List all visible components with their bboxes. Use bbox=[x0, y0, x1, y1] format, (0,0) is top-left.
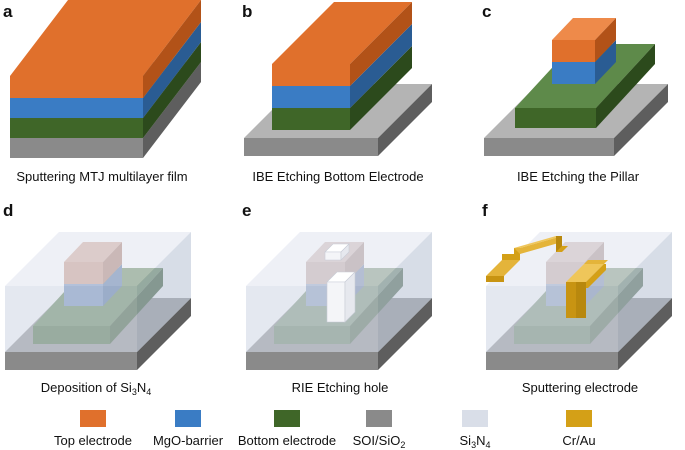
panel-f-caption: Sputtering electrode bbox=[522, 380, 638, 395]
legend-item-bottom-electrode: Bottom electrode bbox=[238, 410, 336, 448]
panel-d-caption: Deposition of Si3N4 bbox=[41, 380, 151, 397]
legend-label: MgO-barrier bbox=[153, 433, 224, 448]
legend-label: Cr/Au bbox=[562, 433, 595, 448]
legend-item-soi-sio2: SOI/SiO2 bbox=[353, 410, 406, 450]
panel-b: b IBE Etching Bottom Electrode bbox=[242, 2, 432, 184]
legend-item-top-electrode: Top electrode bbox=[54, 410, 132, 448]
panel-e-etched-hole-small bbox=[324, 243, 350, 261]
legend-item-cr-au: Cr/Au bbox=[562, 410, 596, 448]
panel-d-si3n4-block bbox=[5, 232, 191, 352]
legend-item-si3n4: Si3N4 bbox=[460, 410, 491, 450]
panel-f-cr-au-electrode-left bbox=[486, 236, 568, 282]
legend-swatch bbox=[175, 410, 201, 427]
panel-a-caption: Sputtering MTJ multilayer film bbox=[16, 169, 187, 184]
panel-c: c IBE Etching the Pillar bbox=[482, 2, 668, 184]
panel-e-caption: RIE Etching hole bbox=[292, 380, 389, 395]
legend-swatch bbox=[274, 410, 300, 427]
panel-e-etched-hole-tall bbox=[326, 271, 356, 323]
panel-b-caption: IBE Etching Bottom Electrode bbox=[252, 169, 423, 184]
panel-f-cr-au-electrode-right bbox=[566, 260, 608, 318]
legend-swatch bbox=[366, 410, 392, 427]
legend-swatch bbox=[462, 410, 488, 427]
panel-e: e bbox=[242, 201, 432, 395]
panel-a-bottom-electrode bbox=[10, 42, 201, 138]
legend-label: Top electrode bbox=[54, 433, 132, 448]
legend-swatch bbox=[80, 410, 106, 427]
panel-f-letter: f bbox=[482, 201, 488, 220]
panel-b-mgo-barrier bbox=[272, 24, 412, 108]
legend: Top electrode MgO-barrier Bottom electro… bbox=[54, 410, 596, 450]
panel-f: f bbox=[482, 201, 672, 395]
panel-c-mgo-barrier bbox=[552, 40, 616, 84]
panel-a-mgo-barrier bbox=[10, 22, 201, 118]
panel-c-top-electrode bbox=[552, 18, 616, 62]
panel-a-letter: a bbox=[3, 2, 13, 21]
legend-label: SOI/SiO2 bbox=[353, 433, 406, 450]
panel-a: a Sputtering MTJ multilayer film bbox=[3, 0, 201, 184]
legend-label: Bottom electrode bbox=[238, 433, 336, 448]
panel-b-bottom-electrode bbox=[272, 46, 412, 130]
panel-e-letter: e bbox=[242, 201, 251, 220]
panel-c-caption: IBE Etching the Pillar bbox=[517, 169, 640, 184]
panel-d: d Deposition of Si3N4 bbox=[3, 201, 191, 397]
panel-c-letter: c bbox=[482, 2, 491, 21]
panel-b-top-electrode bbox=[272, 2, 412, 86]
legend-swatch bbox=[566, 410, 592, 427]
legend-item-mgo-barrier: MgO-barrier bbox=[153, 410, 224, 448]
legend-label: Si3N4 bbox=[460, 433, 491, 450]
panel-a-top-electrode bbox=[10, 0, 201, 98]
panel-d-letter: d bbox=[3, 201, 13, 220]
panel-b-letter: b bbox=[242, 2, 252, 21]
